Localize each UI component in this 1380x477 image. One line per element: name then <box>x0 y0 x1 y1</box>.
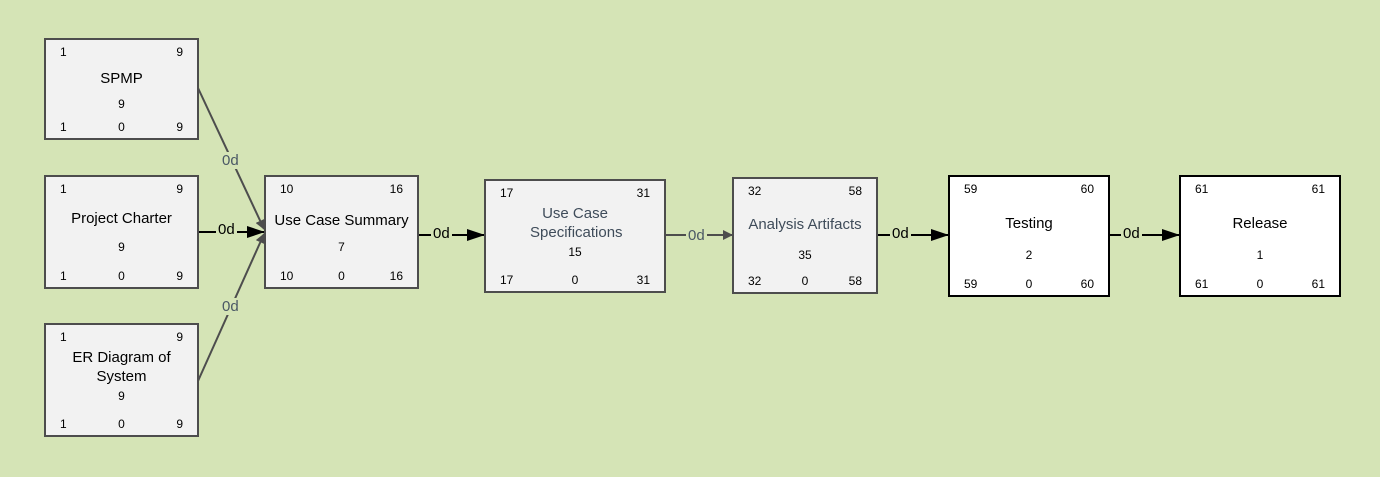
duration: 7 <box>338 240 345 254</box>
early-start: 1 <box>60 45 67 59</box>
early-finish: 9 <box>176 330 183 344</box>
duration: 9 <box>118 97 125 111</box>
lag-label-charter-link: 0d <box>216 221 237 238</box>
lag-label-specifications-link: 0d <box>686 227 707 244</box>
task-name: Testing <box>1005 215 1053 232</box>
duration: 2 <box>1025 248 1033 262</box>
late-start: 1 <box>60 269 67 283</box>
task-node-use-case-summary[interactable]: 10 16 Use Case Summary 7 10 0 16 <box>264 175 419 289</box>
task-name: ER Diagram of System <box>72 349 171 385</box>
slack: 0 <box>1025 277 1033 291</box>
early-start: 32 <box>748 184 762 198</box>
duration: 9 <box>118 389 125 403</box>
lag-label-er-link: 0d <box>220 298 241 315</box>
late-finish: 16 <box>389 269 403 283</box>
task-name: SPMP <box>100 70 143 87</box>
task-node-analysis-artifacts[interactable]: 32 58 Analysis Artifacts 35 32 0 58 <box>732 177 878 294</box>
late-finish: 61 <box>1311 277 1325 291</box>
slack: 0 <box>1256 277 1264 291</box>
early-start: 61 <box>1195 182 1209 196</box>
late-start: 10 <box>280 269 294 283</box>
early-finish: 9 <box>176 45 183 59</box>
task-node-er-diagram[interactable]: 1 9 ER Diagram of System 9 1 0 9 <box>44 323 199 437</box>
slack: 0 <box>118 120 125 134</box>
late-start: 1 <box>60 120 67 134</box>
task-name: Use Case Summary <box>274 212 409 229</box>
early-finish: 16 <box>389 182 403 196</box>
early-start: 1 <box>60 330 67 344</box>
task-name: Analysis Artifacts <box>748 216 862 233</box>
early-finish: 31 <box>636 186 650 200</box>
early-start: 59 <box>964 182 978 196</box>
slack: 0 <box>801 274 809 288</box>
late-finish: 9 <box>176 120 183 134</box>
task-node-use-case-specifications[interactable]: 17 31 Use Case Specifications 15 17 0 31 <box>484 179 666 293</box>
duration: 1 <box>1256 248 1264 262</box>
duration: 15 <box>568 245 582 259</box>
early-start: 17 <box>500 186 514 200</box>
duration: 35 <box>798 248 812 262</box>
lag-label-analysis-link: 0d <box>890 225 911 242</box>
late-finish: 60 <box>1080 277 1094 291</box>
late-finish: 9 <box>176 417 183 431</box>
lag-label-testing-link: 0d <box>1121 225 1142 242</box>
late-start: 17 <box>500 273 514 287</box>
task-node-spmp[interactable]: 1 9 SPMP 9 1 0 9 <box>44 38 199 140</box>
late-finish: 9 <box>176 269 183 283</box>
early-start: 1 <box>60 182 67 196</box>
slack: 0 <box>118 269 125 283</box>
early-start: 10 <box>280 182 294 196</box>
late-start: 59 <box>964 277 978 291</box>
early-finish: 60 <box>1080 182 1094 196</box>
task-node-testing[interactable]: 59 60 Testing 2 59 0 60 <box>948 175 1110 297</box>
task-name: Project Charter <box>71 210 172 227</box>
early-finish: 61 <box>1311 182 1325 196</box>
early-finish: 9 <box>176 182 183 196</box>
duration: 9 <box>118 240 125 254</box>
slack: 0 <box>118 417 125 431</box>
task-node-release[interactable]: 61 61 Release 1 61 0 61 <box>1179 175 1341 297</box>
slack: 0 <box>571 273 579 287</box>
task-node-project-charter[interactable]: 1 9 Project Charter 9 1 0 9 <box>44 175 199 289</box>
late-finish: 31 <box>636 273 650 287</box>
lag-label-spmp-link: 0d <box>220 152 241 169</box>
early-finish: 58 <box>848 184 862 198</box>
late-start: 61 <box>1195 277 1209 291</box>
task-name: Use Case Specifications <box>530 205 623 241</box>
slack: 0 <box>338 269 345 283</box>
lag-label-summary-link: 0d <box>431 225 452 242</box>
late-finish: 58 <box>848 274 862 288</box>
late-start: 1 <box>60 417 67 431</box>
task-name: Release <box>1232 215 1288 232</box>
late-start: 32 <box>748 274 762 288</box>
